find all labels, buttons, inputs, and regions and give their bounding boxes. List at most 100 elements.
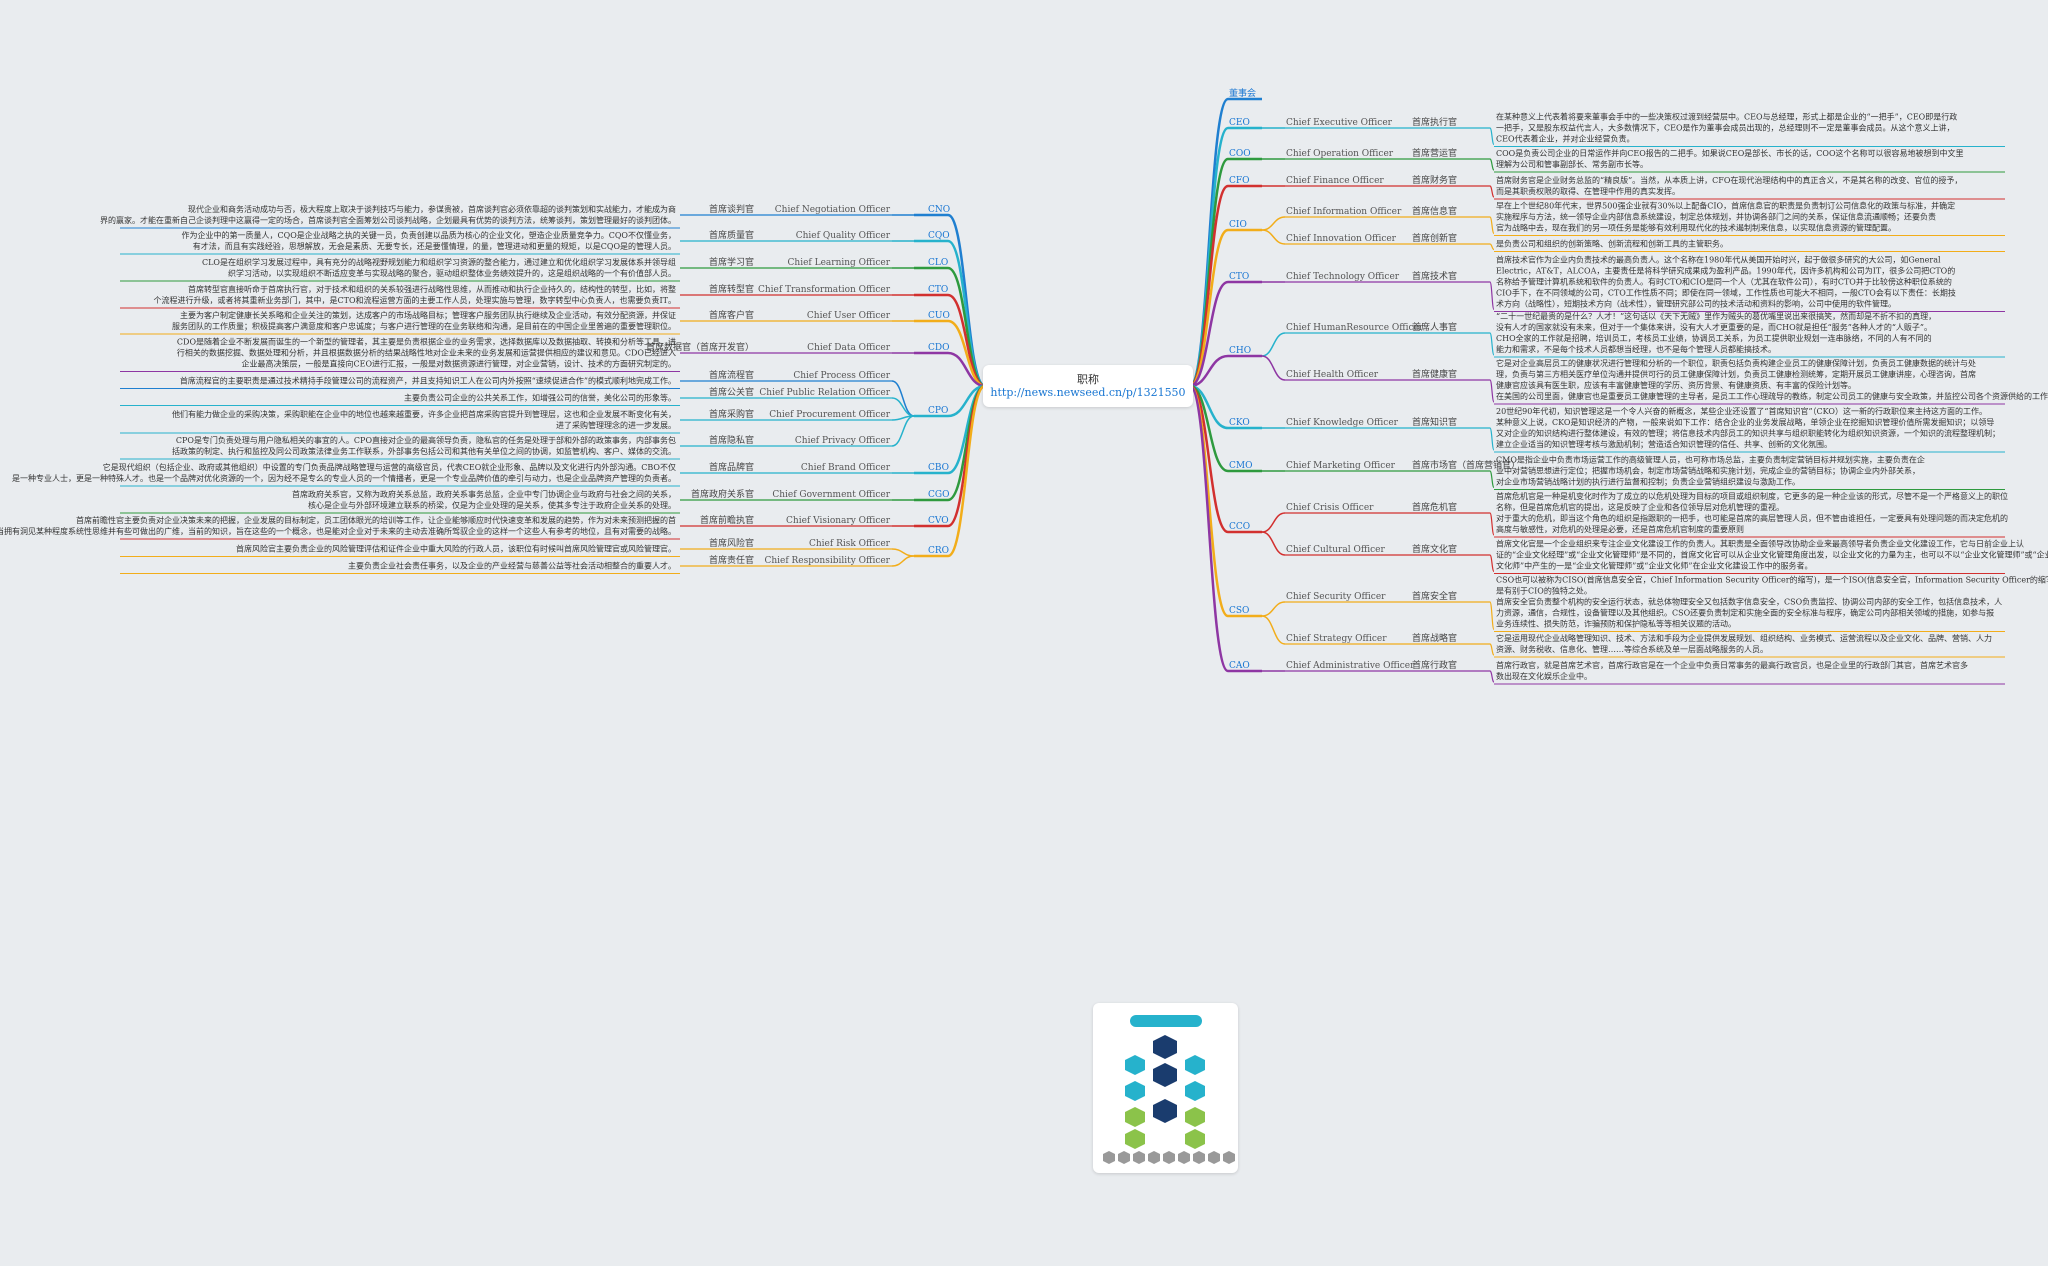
- node-chinese-title[interactable]: 首席健康官: [1412, 368, 1457, 380]
- node-ceo[interactable]: CEO: [1229, 118, 1250, 128]
- node-chinese-title[interactable]: 首席隐私官: [709, 434, 754, 446]
- node-chinese-title[interactable]: 首席知识官: [1412, 416, 1457, 428]
- branch-line-cqo: [947, 239, 986, 388]
- minimap-thumbnail[interactable]: [1093, 1003, 1238, 1173]
- node-english-title[interactable]: Chief Risk Officer: [809, 539, 891, 549]
- node-chinese-title[interactable]: 首席责任官: [709, 554, 754, 566]
- node-english-title[interactable]: Chief Public Relation Officer: [759, 388, 890, 398]
- node-cko[interactable]: CKO: [1229, 418, 1250, 428]
- node-description: 没有人才的国家就没有未来，但对于一个集体来讲，没有大人才更重要的是，而CHO就是…: [1496, 322, 1932, 332]
- node-english-title[interactable]: Chief Technology Officer: [1286, 272, 1400, 282]
- node-chinese-title[interactable]: 首席人事官: [1412, 321, 1457, 333]
- node-english-title[interactable]: Chief Administrative Officer: [1286, 661, 1415, 671]
- node-chinese-title[interactable]: 首席技术官: [1412, 270, 1457, 282]
- node-chinese-title[interactable]: 首席转型官: [709, 283, 754, 295]
- node-english-title[interactable]: Chief Responsibility Officer: [764, 556, 890, 566]
- node-english-title[interactable]: Chief Knowledge Officer: [1286, 418, 1399, 428]
- node-description: 首席行政官，就是首席艺术官，首席行政官是在一个企业中负责日常事务的最高行政官员，…: [1496, 660, 1968, 670]
- node-description: 早在上个世纪80年代末，世界500强企业就有30%以上配备CIO，首席信息官的职…: [1496, 201, 1955, 211]
- node-cto[interactable]: CTO: [928, 285, 948, 295]
- node-cgo[interactable]: CGO: [928, 490, 949, 500]
- node-english-title[interactable]: Chief Innovation Officer: [1286, 234, 1397, 244]
- node-cvo[interactable]: CVO: [928, 516, 949, 526]
- node-chinese-title[interactable]: 首席前瞻执官: [700, 514, 754, 526]
- node-chinese-title[interactable]: 首席创新官: [1412, 232, 1457, 244]
- node-chinese-title[interactable]: 首席执行官: [1412, 116, 1457, 128]
- node-chinese-title[interactable]: 首席危机官: [1412, 501, 1457, 513]
- node-english-title[interactable]: Chief Finance Officer: [1286, 176, 1384, 186]
- node-chinese-title[interactable]: 首席安全官: [1412, 590, 1457, 602]
- node-description: 括政策的制定、执行和监控及同公司政策法律业务工作联系，外部事务包括公司和其他有关…: [172, 446, 676, 456]
- node-chinese-title[interactable]: 首席质量官: [709, 229, 754, 241]
- node-english-title[interactable]: Chief Learning Officer: [788, 258, 891, 268]
- node-english-title[interactable]: Chief Process Officer: [793, 371, 890, 381]
- node-chinese-title[interactable]: 首席行政官: [1412, 659, 1457, 671]
- node-description: 它是运用现代企业战略管理知识、技术、方法和手段为企业提供发展规划、组织结构、业务…: [1496, 633, 1992, 643]
- center-node-link[interactable]: http://news.newseed.cn/p/1321550: [990, 386, 1186, 399]
- node-chinese-title[interactable]: 首席学习官: [709, 256, 754, 268]
- node-chinese-title[interactable]: 首席财务官: [1412, 174, 1457, 186]
- node-english-title[interactable]: Chief Health Officer: [1286, 370, 1379, 380]
- node-english-title[interactable]: Chief Strategy Officer: [1286, 634, 1387, 644]
- node-english-title[interactable]: Chief Brand Officer: [801, 463, 891, 473]
- node-english-title[interactable]: Chief Privacy Officer: [795, 436, 891, 446]
- node-cto[interactable]: CTO: [1229, 272, 1249, 282]
- desc-connector: [1489, 670, 1495, 683]
- node-english-title[interactable]: Chief Transformation Officer: [758, 285, 891, 295]
- node-english-title[interactable]: Chief Government Officer: [772, 490, 890, 500]
- node-english-title[interactable]: Chief Executive Officer: [1286, 118, 1393, 128]
- sub-branch-line: [1261, 216, 1286, 231]
- node-chinese-title[interactable]: 首席公关官: [709, 386, 754, 398]
- node-english-title[interactable]: Chief Security Officer: [1286, 592, 1386, 602]
- node-description: 席前瞻性官，应当拥有洞见某种程度系统性思维并有些可做出的广维，当前的知识，旨在这…: [0, 526, 676, 536]
- node-cqo[interactable]: CQO: [928, 231, 950, 241]
- node-chinese-title[interactable]: 首席数据官（首席开发官）: [646, 341, 754, 353]
- node-chinese-title[interactable]: 首席信息官: [1412, 205, 1457, 217]
- node-clo[interactable]: CLO: [928, 258, 948, 268]
- node-cso[interactable]: CSO: [1229, 606, 1249, 616]
- node-description: 首席技术官作为企业内负责技术的最高负责人。这个名称在1980年代从美国开始时兴，…: [1496, 255, 1941, 265]
- node-cbo[interactable]: CBO: [928, 463, 949, 473]
- node-english-title[interactable]: Chief Procurement Officer: [769, 410, 890, 420]
- node-chinese-title[interactable]: 首席采购官: [709, 408, 754, 420]
- node-cfo[interactable]: CFO: [1229, 176, 1250, 186]
- node-english-title[interactable]: Chief Visionary Officer: [786, 516, 891, 526]
- node-chinese-title[interactable]: 首席流程官: [709, 369, 754, 381]
- node-cco[interactable]: CCO: [1229, 522, 1250, 532]
- node-english-title[interactable]: Chief Marketing Officer: [1286, 461, 1396, 471]
- node-cpo[interactable]: CPO: [928, 406, 948, 416]
- node-cio[interactable]: CIO: [1229, 220, 1247, 230]
- node-cro[interactable]: CRO: [928, 546, 949, 556]
- node-cao[interactable]: CAO: [1229, 661, 1250, 671]
- node-chinese-title[interactable]: 首席谈判官: [709, 203, 754, 215]
- node-english-title[interactable]: Chief HumanResource Officer: [1286, 323, 1424, 333]
- node-cno[interactable]: CNO: [928, 205, 950, 215]
- node-chinese-title[interactable]: 首席风险官: [709, 537, 754, 549]
- node-english-title[interactable]: Chief Data Officer: [807, 343, 891, 353]
- node-chinese-title[interactable]: 首席营运官: [1412, 147, 1457, 159]
- node-cuo[interactable]: CUO: [928, 311, 950, 321]
- sub-branch-line: [891, 415, 915, 447]
- node-english-title[interactable]: Chief Information Officer: [1286, 207, 1402, 217]
- node-description: “二十一世纪最贵的是什么？人才！”这句话以《天下无贼》里作为贼头的葛优嘴里说出来…: [1496, 311, 1936, 321]
- node-chinese-title[interactable]: 首席文化官: [1412, 543, 1457, 555]
- node-coo[interactable]: COO: [1229, 149, 1251, 159]
- node-chinese-title[interactable]: 首席客户官: [709, 309, 754, 321]
- node-chinese-title[interactable]: 首席品牌官: [709, 461, 754, 473]
- center-node[interactable]: [983, 365, 1193, 407]
- node-chinese-title[interactable]: 首席市场官（首席营销官）: [1412, 459, 1520, 471]
- node-cho[interactable]: CHO: [1229, 346, 1251, 356]
- node-english-title[interactable]: Chief Cultural Officer: [1286, 545, 1385, 555]
- node-description: 力资源，通信，合规性，设备管理以及其他组织。CSO还要负责制定和实施全面的安全标…: [1496, 608, 1994, 618]
- node-english-title[interactable]: Chief User Officer: [807, 311, 891, 321]
- node-cdo[interactable]: CDO: [928, 343, 949, 353]
- node-chinese-title[interactable]: 首席政府关系官: [691, 488, 754, 500]
- node-english-title[interactable]: Chief Crisis Officer: [1286, 503, 1374, 513]
- node-董事会[interactable]: 董事会: [1229, 87, 1256, 99]
- node-english-title[interactable]: Chief Negotiation Officer: [775, 205, 891, 215]
- node-cmo[interactable]: CMO: [1229, 461, 1252, 471]
- node-english-title[interactable]: Chief Operation Officer: [1286, 149, 1394, 159]
- node-english-title[interactable]: Chief Quality Officer: [796, 231, 891, 241]
- node-chinese-title[interactable]: 首席战略官: [1412, 632, 1457, 644]
